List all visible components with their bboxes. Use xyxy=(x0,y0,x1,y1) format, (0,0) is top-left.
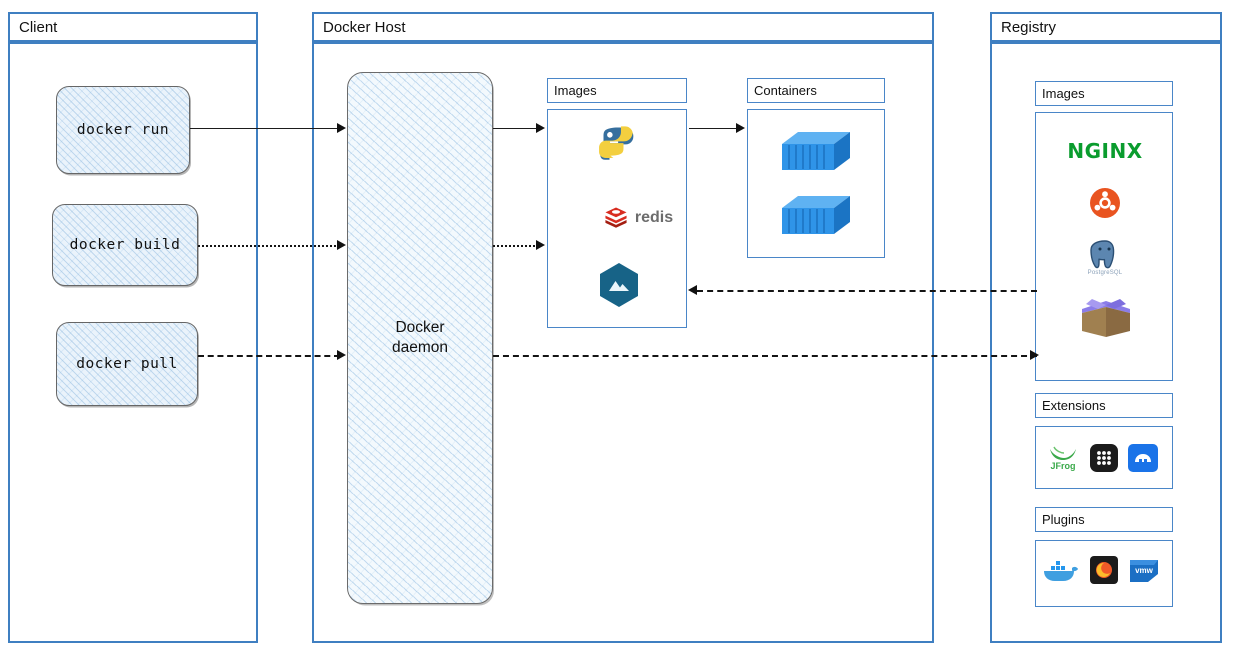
command-label-docker-pull: docker pull xyxy=(76,356,178,372)
alpine-icon xyxy=(598,262,640,308)
command-label-docker-run: docker run xyxy=(76,122,170,138)
jfrog-icon: JFrog xyxy=(1046,443,1080,473)
snyk-badge-icon xyxy=(1128,444,1158,472)
group-title-docker-host: Docker Host xyxy=(312,12,934,42)
docker-daemon-label: Docker daemon xyxy=(391,319,448,356)
grid-apps-icon xyxy=(1090,444,1118,472)
command-box-docker-pull[interactable]: docker pull xyxy=(56,322,198,406)
container-icon xyxy=(780,128,852,174)
package-box-icon xyxy=(1078,294,1134,342)
nginx-icon: NGINX xyxy=(1060,138,1150,164)
arrowhead-run-to-daemon xyxy=(337,123,346,133)
arrowhead-images-to-containers xyxy=(736,123,745,133)
arrowhead-daemon-build-images xyxy=(536,240,545,250)
nginx-wordmark: NGINX xyxy=(1067,139,1143,163)
connector-run-to-daemon xyxy=(190,128,338,129)
panel-label-host-containers: Containers xyxy=(754,83,817,98)
panel-label-host-images: Images xyxy=(554,83,597,98)
postgresql-icon: PostgreSQL xyxy=(1080,238,1130,278)
docker-whale-icon xyxy=(1042,556,1080,586)
panel-label-registry-plugins: Plugins xyxy=(1042,512,1085,527)
connector-registry-to-images xyxy=(697,290,1037,292)
panel-title-host-images: Images xyxy=(547,78,687,103)
redis-wordmark: redis xyxy=(634,209,674,226)
panel-title-registry-plugins: Plugins xyxy=(1035,507,1173,532)
group-title-registry: Registry xyxy=(990,12,1222,42)
group-label-registry: Registry xyxy=(1001,18,1057,36)
command-label-docker-build: docker build xyxy=(69,237,181,253)
arrowhead-pull-to-daemon xyxy=(337,350,346,360)
panel-label-registry-images: Images xyxy=(1042,86,1085,101)
panel-label-registry-extensions: Extensions xyxy=(1042,398,1106,413)
panel-title-host-containers: Containers xyxy=(747,78,885,103)
python-icon xyxy=(597,124,639,166)
docker-daemon-box[interactable]: Docker daemon xyxy=(347,72,493,604)
arrowhead-daemon-to-registry xyxy=(1030,350,1039,360)
connector-images-to-containers xyxy=(689,128,737,129)
arrowhead-daemon-to-images xyxy=(536,123,545,133)
ubuntu-icon xyxy=(1088,186,1122,220)
postgresql-wordmark: PostgreSQL xyxy=(1087,270,1123,276)
command-box-docker-run[interactable]: docker run xyxy=(56,86,190,174)
vmware-wordmark: vmw xyxy=(1135,565,1153,575)
connector-daemon-to-registry xyxy=(493,355,1037,357)
arrowhead-build-to-daemon xyxy=(337,240,346,250)
group-title-client: Client xyxy=(8,12,258,42)
panel-title-registry-extensions: Extensions xyxy=(1035,393,1173,418)
jfrog-wordmark: JFrog xyxy=(1050,461,1076,471)
connector-build-to-daemon xyxy=(198,245,340,247)
container-icon xyxy=(780,192,852,238)
redis-icon: redis xyxy=(588,203,688,233)
connector-pull-to-daemon xyxy=(198,355,340,357)
connector-daemon-to-images xyxy=(493,128,539,129)
panel-title-registry-images: Images xyxy=(1035,81,1173,106)
connector-daemon-build-images xyxy=(493,245,539,247)
vmware-icon: vmw xyxy=(1126,556,1162,584)
group-label-docker-host: Docker Host xyxy=(323,18,406,36)
command-box-docker-build[interactable]: docker build xyxy=(52,204,198,286)
group-label-client: Client xyxy=(19,18,58,36)
arrowhead-registry-to-images xyxy=(688,285,697,295)
grafana-icon xyxy=(1090,556,1118,584)
